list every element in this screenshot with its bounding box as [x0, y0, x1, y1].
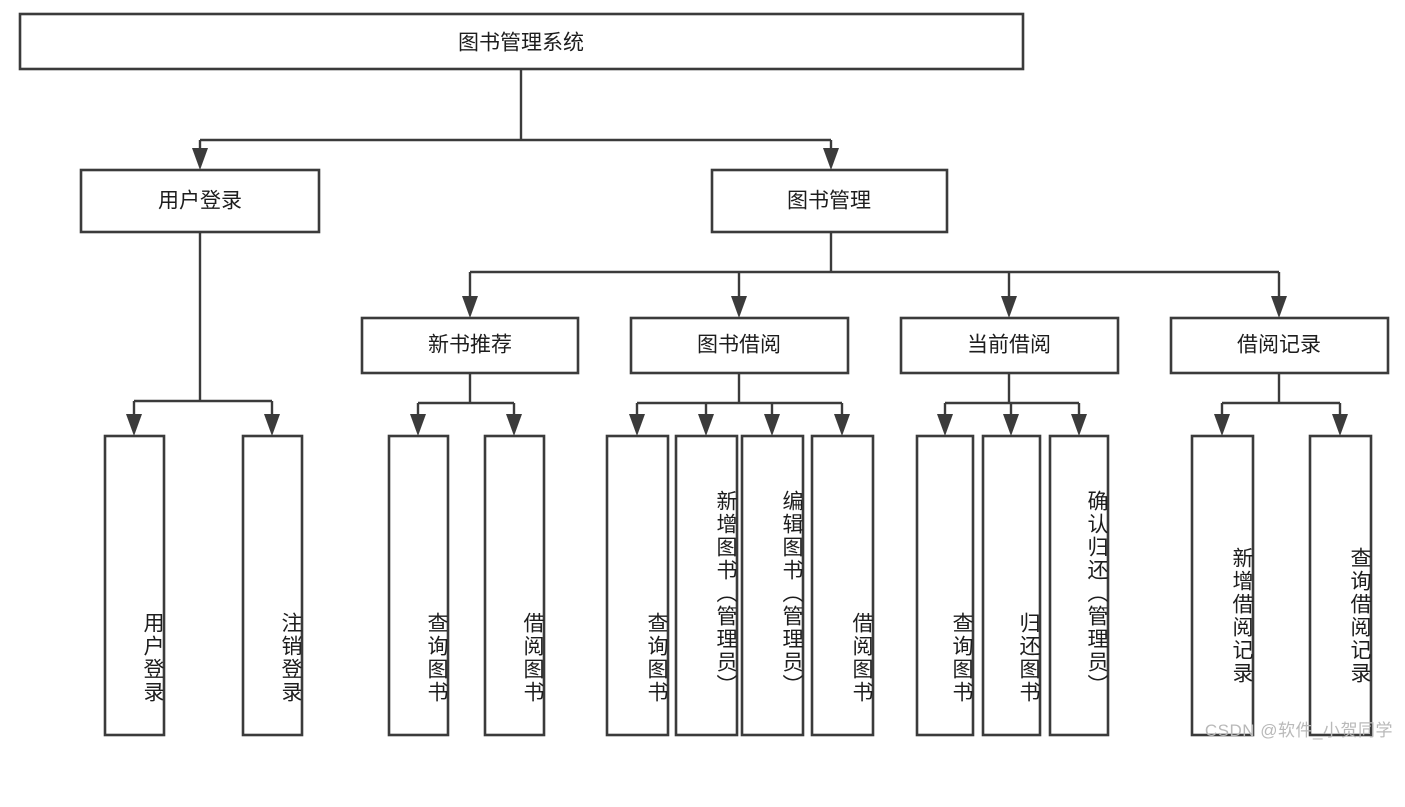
edge-user-login-to-leaves	[132, 232, 274, 428]
node-box-leaf-borrow-book-1[interactable]	[483, 434, 546, 737]
label-book-borrow: 图书借阅	[697, 334, 781, 357]
arrowhead-leaf-query-book-2	[629, 414, 645, 436]
flowchart-canvas: 图书管理系统 用户登录 图书管理 新书推荐 图书借阅 当前借阅 借阅记录 用户登…	[18, 12, 1393, 740]
label-borrow-record: 借阅记录	[1237, 334, 1321, 357]
edge-book-borrow-to-leaves	[635, 373, 844, 428]
node-box-leaf-logout[interactable]	[241, 434, 304, 737]
node-box-leaf-query-book-1[interactable]	[387, 434, 450, 737]
edge-book-mgmt-to-level2	[468, 232, 1281, 310]
arrowhead-leaf-query-record	[1332, 414, 1348, 436]
label-root: 图书管理系统	[458, 32, 584, 55]
arrowhead-leaf-add-record	[1214, 414, 1230, 436]
node-box-book-borrow[interactable]	[629, 316, 850, 375]
arrowhead-leaf-user-login	[126, 414, 142, 436]
node-box-leaf-borrow-book-2[interactable]	[810, 434, 875, 737]
node-box-borrow-record[interactable]	[1169, 316, 1390, 375]
node-box-new-book-rec[interactable]	[360, 316, 580, 375]
arrowhead-borrow-record	[1271, 296, 1287, 318]
node-box-leaf-edit-book[interactable]	[740, 434, 805, 737]
label-current-borrow: 当前借阅	[967, 334, 1051, 357]
node-box-leaf-query-record[interactable]	[1308, 434, 1373, 737]
edge-root-to-level1	[198, 69, 833, 162]
arrowhead-book-borrow	[731, 296, 747, 318]
arrowhead-leaf-logout	[264, 414, 280, 436]
arrowhead-leaf-borrow-book-2	[834, 414, 850, 436]
label-user-login: 用户登录	[158, 190, 242, 213]
label-new-book-rec: 新书推荐	[428, 334, 512, 357]
arrowhead-leaf-edit-book	[764, 414, 780, 436]
arrowhead-leaf-query-book-1	[410, 414, 426, 436]
node-box-user-login[interactable]	[79, 168, 321, 234]
arrowhead-leaf-borrow-book-1	[506, 414, 522, 436]
csdn-watermark: CSDN @软件_小贺同学	[1204, 721, 1393, 740]
arrowhead-leaf-add-book	[698, 414, 714, 436]
label-book-mgmt: 图书管理	[787, 190, 871, 213]
node-box-current-borrow[interactable]	[899, 316, 1120, 375]
node-box-leaf-return-book[interactable]	[981, 434, 1042, 737]
edge-borrow-record-to-leaves	[1220, 373, 1342, 428]
node-box-leaf-user-login[interactable]	[103, 434, 166, 737]
arrowhead-book-mgmt	[823, 148, 839, 170]
arrowhead-current-borrow	[1001, 296, 1017, 318]
arrowhead-leaf-query-book-3	[937, 414, 953, 436]
node-box-book-mgmt[interactable]	[710, 168, 949, 234]
arrowhead-user-login	[192, 148, 208, 170]
nodes-layer	[18, 12, 1390, 737]
arrowhead-leaf-return-book	[1003, 414, 1019, 436]
connectors-layer	[126, 69, 1348, 436]
node-box-leaf-add-book[interactable]	[674, 434, 739, 737]
node-box-leaf-add-record[interactable]	[1190, 434, 1255, 737]
edge-new-book-rec-to-leaves	[416, 373, 516, 428]
node-box-leaf-query-book-3[interactable]	[915, 434, 975, 737]
flowchart-svg: 图书管理系统 用户登录 图书管理 新书推荐 图书借阅 当前借阅 借阅记录	[18, 12, 1390, 737]
node-box-leaf-confirm-return[interactable]	[1048, 434, 1110, 737]
node-box-leaf-query-book-2[interactable]	[605, 434, 670, 737]
arrowhead-new-book-rec	[462, 296, 478, 318]
horizontal-labels-layer: 图书管理系统 用户登录 图书管理 新书推荐 图书借阅 当前借阅 借阅记录	[158, 32, 1321, 357]
arrowhead-leaf-confirm-return	[1071, 414, 1087, 436]
node-box-root[interactable]	[18, 12, 1025, 71]
